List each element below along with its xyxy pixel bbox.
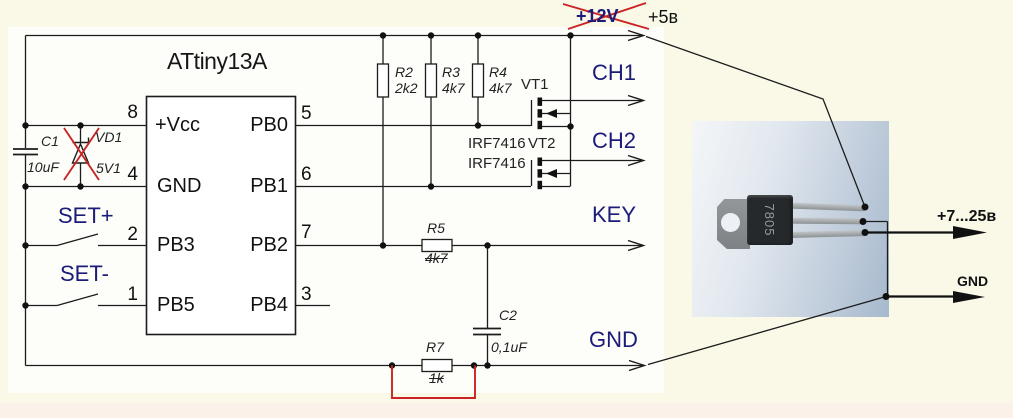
label-input-voltage: +7...25в	[937, 208, 997, 225]
r7-value: 1k	[429, 370, 444, 386]
r3-symbol	[424, 63, 438, 98]
ch2-arrowhead	[627, 154, 646, 167]
r2-value: 2k2	[395, 80, 418, 96]
pin-name-pb3: PB3	[157, 234, 195, 256]
pin-num-5: 5	[301, 103, 312, 124]
vd1-value: 5V1	[96, 160, 121, 176]
label-5v: +5в	[648, 7, 679, 27]
label-12v-crossed: +12V	[576, 6, 619, 26]
label-set-plus: SET+	[58, 203, 114, 228]
r4-ref: R4	[489, 64, 507, 80]
plus5-feed-diagonal	[645, 35, 866, 208]
pin-num-3: 3	[301, 284, 312, 305]
pin-num-6: 6	[301, 164, 312, 185]
pin-name-pb1: PB1	[250, 175, 288, 197]
red-annotations	[63, 2, 650, 399]
pin-num-7: 7	[301, 222, 312, 243]
set-plus-wire	[25, 233, 147, 247]
r2-ref: R2	[395, 64, 413, 80]
open-arrowheads	[627, 29, 647, 372]
ch1-arrowhead	[627, 94, 646, 107]
bold-arrowheads	[953, 226, 987, 303]
pin-name-pb0: PB0	[250, 114, 288, 136]
c1-ref: C1	[41, 133, 59, 149]
vt1-ref: VT1	[521, 76, 549, 93]
vt1-channel-bar	[537, 97, 557, 130]
label-gnd-right: GND	[957, 273, 989, 289]
vt2-channel-bar	[537, 157, 557, 190]
r5-symbol	[421, 238, 453, 253]
pin-num-2: 2	[127, 224, 138, 245]
ic-title: ATtiny13A	[167, 48, 267, 74]
gnd-right-arrowhead	[953, 291, 985, 303]
page-bottom-strip	[0, 403, 1013, 418]
label-key: KEY	[592, 202, 637, 227]
pin-num-1: 1	[127, 284, 138, 305]
regulator-gnd-wire	[863, 220, 889, 296]
c2-value: 0,1uF	[491, 339, 527, 355]
r4-value: 4k7	[489, 80, 512, 96]
pin-num-4: 4	[127, 164, 138, 185]
pin-name-pb4: PB4	[250, 294, 288, 316]
r7-symbol	[421, 358, 453, 373]
r5-ref: R5	[427, 220, 445, 236]
vt1-part: IRF7416	[468, 135, 526, 152]
label-set-minus: SET-	[60, 261, 109, 286]
r7-ref: R7	[426, 339, 444, 355]
r3-ref: R3	[442, 64, 460, 80]
capacitor-plates	[13, 148, 501, 336]
r7-bypass-wire	[391, 365, 476, 399]
pin-name-pb2: PB2	[250, 234, 288, 256]
pin-num-8: 8	[127, 102, 138, 123]
r4-symbol	[471, 63, 485, 98]
label-ch2: CH2	[592, 128, 637, 153]
gnd-diagonal	[647, 295, 887, 366]
c2-symbol	[473, 327, 501, 336]
vd1-zener-symbol	[71, 137, 90, 164]
vt1-body-arrow	[546, 109, 557, 118]
pin-name-gnd: GND	[157, 175, 202, 197]
vt2-body-arrow	[546, 169, 557, 178]
ic-box	[145, 95, 297, 336]
component-symbols	[145, 63, 485, 373]
top-rail-arrowhead	[627, 29, 646, 42]
regulator-photo-panel: 7805	[692, 121, 889, 317]
cross-over-vd1	[63, 127, 100, 181]
label-gnd: GND	[589, 327, 638, 352]
regulator-mounting-hole	[721, 213, 740, 232]
r5-value: 4k7	[425, 250, 448, 266]
wire-layer	[24, 34, 889, 367]
mosfet-symbols	[537, 97, 557, 190]
vd1-ref: VD1	[95, 129, 123, 145]
c1-value: 10uF	[27, 159, 59, 175]
label-ch1: CH1	[592, 60, 637, 85]
c1-symbol	[13, 148, 38, 156]
bold-output-wires	[865, 231, 955, 298]
gnd-left-arrowhead	[628, 359, 647, 372]
key-arrowhead	[627, 239, 646, 252]
c2-ref: C2	[499, 307, 517, 323]
schematic-paper	[8, 27, 664, 393]
input-voltage-arrowhead	[953, 226, 987, 239]
cross-over-12v	[562, 2, 650, 30]
vt2-part: IRF7416	[468, 155, 526, 172]
pin-name-vcc: +Vcc	[155, 114, 201, 136]
pin-name-pb5: PB5	[157, 294, 195, 316]
junction-dots	[22, 32, 890, 369]
regulator-body: 7805	[747, 195, 793, 245]
r3-value: 4k7	[442, 80, 465, 96]
vt2-ref: VT2	[528, 135, 556, 152]
r2-symbol	[376, 63, 390, 98]
set-minus-wire	[25, 293, 147, 307]
